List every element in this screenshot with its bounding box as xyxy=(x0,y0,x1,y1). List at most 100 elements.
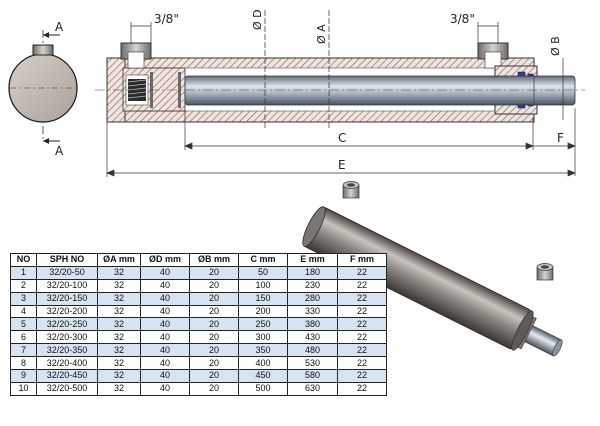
table-cell: 22 xyxy=(337,265,387,280)
table-cell: 40 xyxy=(140,369,190,383)
table-cell: 500 xyxy=(238,381,288,396)
table-cell: 20 xyxy=(189,381,239,396)
table-cell: 22 xyxy=(337,291,387,306)
table-cell: 32/20-400 xyxy=(36,356,98,371)
section-label-top: A xyxy=(55,20,64,34)
table-cell: 330 xyxy=(287,304,338,319)
table-cell: 380 xyxy=(287,317,338,332)
table-cell: 20 xyxy=(189,291,239,306)
table-cell: 300 xyxy=(238,330,288,345)
table-cell: 32 xyxy=(97,278,141,293)
dimension-e: E xyxy=(338,158,346,172)
table-cell: 6 xyxy=(10,330,37,345)
table-cell: 32/20-50 xyxy=(36,265,98,280)
table-cell: 180 xyxy=(287,265,338,280)
table-cell: 10 xyxy=(10,381,37,396)
dimension-lines xyxy=(106,10,576,177)
dimension-d: Ø D xyxy=(251,9,264,30)
table-cell: 32 xyxy=(97,343,141,358)
table-cell: 22 xyxy=(337,369,387,383)
table-cell: 40 xyxy=(140,381,190,396)
port-boss-3d-left xyxy=(342,181,360,199)
cylinder-3d-render xyxy=(302,181,563,357)
table-cell: 32 xyxy=(97,317,141,332)
table-cell: 1 xyxy=(10,265,37,280)
table-cell: 32/20-350 xyxy=(36,343,98,358)
table-cell: 100 xyxy=(238,278,288,293)
section-view xyxy=(95,42,585,123)
table-cell: 22 xyxy=(337,278,387,293)
table-cell: 450 xyxy=(238,369,288,383)
table-cell: 32 xyxy=(97,330,141,345)
port-label-right: 3/8" xyxy=(450,12,475,26)
table-cell: 20 xyxy=(189,304,239,319)
table-cell: 22 xyxy=(337,343,387,358)
table-cell: 22 xyxy=(337,356,387,371)
table-cell: 22 xyxy=(337,304,387,319)
table-cell: 50 xyxy=(238,265,288,280)
table-cell: 40 xyxy=(140,330,190,345)
table-cell: 32/20-500 xyxy=(36,381,98,396)
table-cell: 20 xyxy=(189,356,239,371)
table-cell: 40 xyxy=(140,265,190,280)
table-cell: 20 xyxy=(189,343,239,358)
table-cell: 32 xyxy=(97,356,141,371)
table-cell: 32 xyxy=(97,369,141,383)
table-cell: 20 xyxy=(189,265,239,280)
table-cell: 2 xyxy=(10,278,37,293)
dimension-b: Ø B xyxy=(549,36,562,56)
column-header: SPH NO xyxy=(36,253,98,267)
table-cell: 32/20-300 xyxy=(36,330,98,345)
table-cell: 32 xyxy=(97,304,141,319)
end-view xyxy=(8,30,78,144)
table-cell: 22 xyxy=(337,381,387,396)
column-header: E mm xyxy=(287,253,338,267)
table-cell: 580 xyxy=(287,369,338,383)
table-cell: 150 xyxy=(238,291,288,306)
table-cell: 40 xyxy=(140,317,190,332)
table-cell: 32 xyxy=(97,265,141,280)
table-cell: 32/20-100 xyxy=(36,278,98,293)
table-cell: 9 xyxy=(10,369,37,383)
table-cell: 20 xyxy=(189,317,239,332)
column-header: C mm xyxy=(238,253,288,267)
table-cell: 630 xyxy=(287,381,338,396)
column-header: NO xyxy=(10,253,37,267)
table-cell: 480 xyxy=(287,343,338,358)
table-cell: 40 xyxy=(140,304,190,319)
table-cell: 32 xyxy=(97,291,141,306)
table-cell: 20 xyxy=(189,369,239,383)
dimension-a: Ø A xyxy=(315,24,328,44)
table-cell: 5 xyxy=(10,317,37,332)
column-header: F mm xyxy=(337,253,387,267)
column-header: ØB mm xyxy=(189,253,239,267)
table-cell: 3 xyxy=(10,291,37,306)
column-header: ØA mm xyxy=(97,253,141,267)
table-cell: 32/20-250 xyxy=(36,317,98,332)
table-cell: 40 xyxy=(140,343,190,358)
port-label-left: 3/8" xyxy=(154,12,179,26)
table-cell: 250 xyxy=(238,317,288,332)
dimension-c: C xyxy=(338,131,346,145)
table-cell: 20 xyxy=(189,278,239,293)
table-cell: 230 xyxy=(287,278,338,293)
table-cell: 20 xyxy=(189,330,239,345)
port-boss-3d-right xyxy=(536,263,554,281)
table-cell: 32/20-450 xyxy=(36,369,98,383)
table-cell: 7 xyxy=(10,343,37,358)
table-cell: 40 xyxy=(140,291,190,306)
table-cell: 40 xyxy=(140,278,190,293)
